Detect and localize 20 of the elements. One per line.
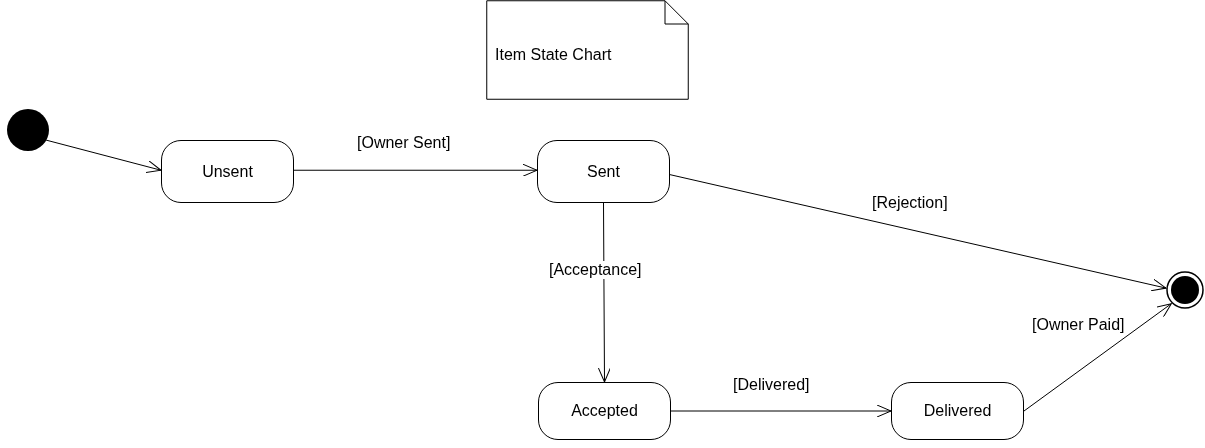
edge-label: [Owner Sent] [357,134,451,152]
edge-label: [Delivered] [733,376,810,394]
state-box [161,140,294,203]
edge-label: [Acceptance] [549,261,642,279]
state-box [538,382,671,440]
transition-arrow [293,163,538,177]
state-name: Accepted [571,402,638,420]
transition-arrow [1023,303,1172,412]
transition-arrow [670,404,892,418]
state-name: Sent [587,162,620,181]
edge-label: [Owner Paid] [1032,316,1125,334]
state-name: Delivered [923,402,992,420]
state-name: Unsent [202,162,253,181]
transition-arrow [597,202,611,383]
transition-arrow [669,174,1167,292]
state-box [891,382,1024,440]
state-box [537,140,670,203]
transition-arrow [45,139,162,173]
edge-label: [Rejection] [872,194,948,212]
note-text: Item State Chart [495,46,612,64]
